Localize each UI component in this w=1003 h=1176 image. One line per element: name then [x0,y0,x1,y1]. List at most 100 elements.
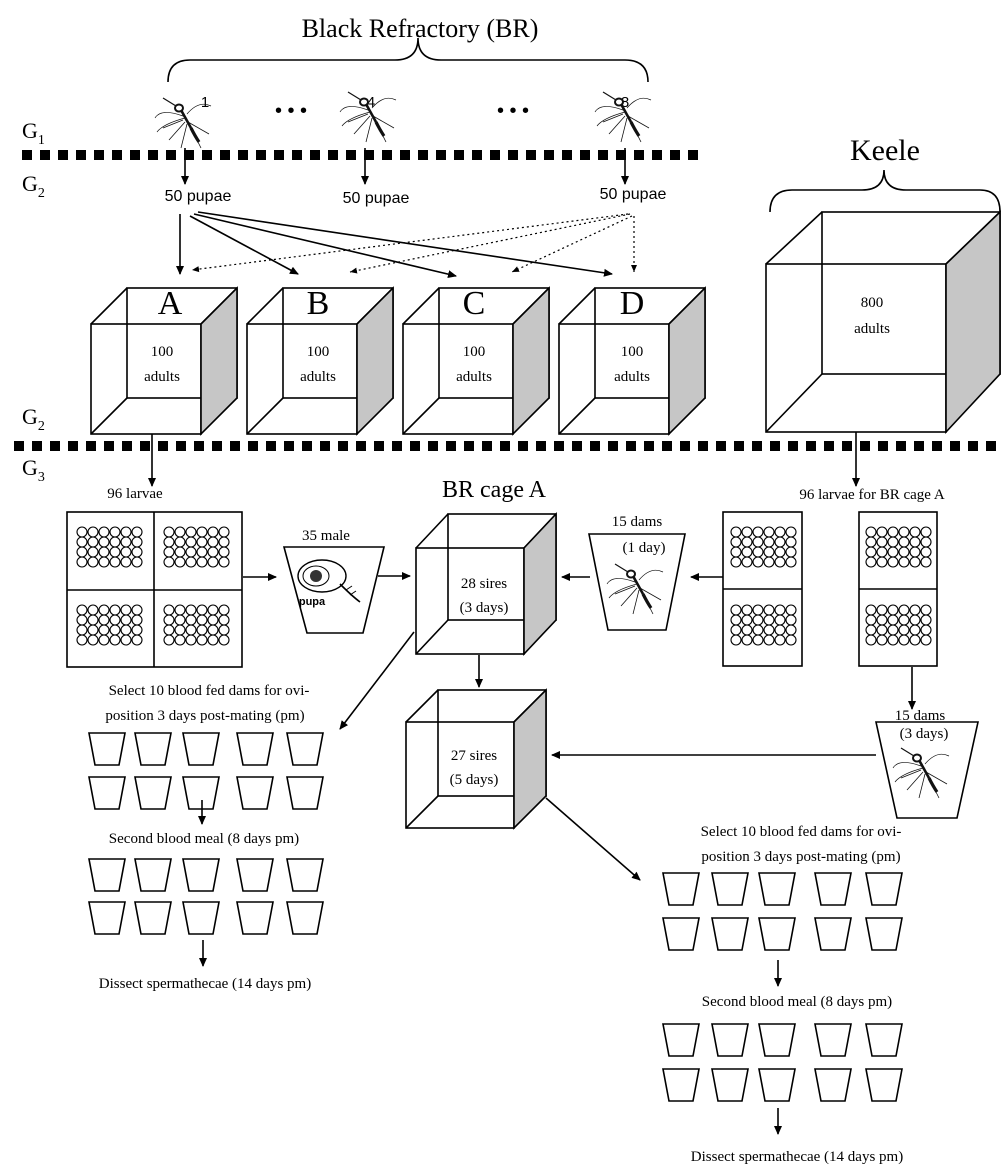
larva-well [741,546,753,558]
larva-well [865,614,877,626]
diagram-title: Black Refractory (BR) [302,14,539,43]
oviposition-cup [758,1023,796,1057]
cage-count: 100 [307,344,330,360]
larva-well [185,546,197,558]
larva-well [87,546,99,558]
larva-well [174,614,186,626]
cage-letter: A [158,285,183,322]
larva-well [163,604,175,616]
oviposition-cup [182,901,220,935]
larva-well [876,604,888,616]
larva-well [207,556,219,568]
larva-well [730,556,742,568]
oviposition-cup [182,776,220,810]
larva-well [207,624,219,636]
larva-well [730,614,742,626]
larva-well [887,546,899,558]
larva-well [920,526,932,538]
male-cup-label: 35 male [302,528,350,544]
oviposition-cup [814,872,852,906]
keele-count: 800 [861,295,884,311]
sires-cage-5-days [405,688,547,830]
larva-well [196,536,208,548]
larva-well [185,556,197,568]
larva-well [898,546,910,558]
cup-grid-left-select [88,732,324,810]
larva-well [109,546,121,558]
larva-well [87,536,99,548]
larva-well [887,526,899,538]
generation-label-g3: G3 [22,455,45,485]
larva-well [785,546,797,558]
larva-well [730,624,742,636]
mosquito-number-4: 4 [367,94,375,111]
sires-cage-3-days [415,511,557,657]
larva-well [785,624,797,636]
larva-well [763,604,775,616]
pupae-label-8: 50 pupae [600,186,667,203]
larva-well [763,526,775,538]
oviposition-cup [814,1023,852,1057]
dams-right-duration: (3 days) [900,726,949,742]
larvae-right-label: 96 larvae for BR cage A [799,487,945,503]
larva-well [785,526,797,538]
larva-well [207,546,219,558]
larva-well [876,624,888,636]
mosquito-icon [338,90,398,144]
cage-count: 100 [151,344,174,360]
larva-well [741,526,753,538]
larva-well [730,546,742,558]
larva-well [865,634,877,646]
larva-well [898,556,910,568]
larva-well [763,614,775,626]
larva-well [207,604,219,616]
larva-well [120,526,132,538]
larva-well [774,634,786,646]
larvae-tray-right-b [858,511,938,667]
larva-well [909,526,921,538]
oviposition-cup [865,1068,903,1102]
generation-label-g2-top: G2 [22,171,45,201]
larva-well [218,556,230,568]
sires-bottom-duration: (5 days) [450,772,499,788]
larva-well [131,526,143,538]
sires-top-duration: (3 days) [460,600,509,616]
larva-well [763,556,775,568]
oviposition-cup [134,776,172,810]
larva-well [76,614,88,626]
larva-well [120,624,132,636]
larva-well [163,634,175,646]
cage-c: C 100 adults [402,285,550,435]
larva-well [741,624,753,636]
larva-well [920,624,932,636]
larva-well [120,634,132,646]
larva-well [98,556,110,568]
larva-well [98,614,110,626]
larva-well [909,614,921,626]
larva-well [909,536,921,548]
larva-well [109,526,121,538]
larva-well [185,634,197,646]
arrow [189,215,299,275]
ellipsis-left: • • • [275,100,307,122]
oviposition-cup [865,917,903,951]
larva-well [98,624,110,636]
larva-well [763,536,775,548]
larva-well [98,546,110,558]
larva-well [163,536,175,548]
keele-unit: adults [854,321,890,337]
cage-count: 100 [621,344,644,360]
br-cage-a-title: BR cage A [442,477,547,503]
larva-well [785,604,797,616]
larva-well [909,624,921,636]
larva-well [98,634,110,646]
larva-well [163,624,175,636]
larva-well [763,634,775,646]
larva-well [218,624,230,636]
larva-well [898,614,910,626]
left-select-line2: position 3 days post-mating (pm) [105,708,304,724]
dams-top-count: 15 dams [612,514,663,530]
larva-well [196,604,208,616]
larva-well [774,614,786,626]
larva-well [752,546,764,558]
